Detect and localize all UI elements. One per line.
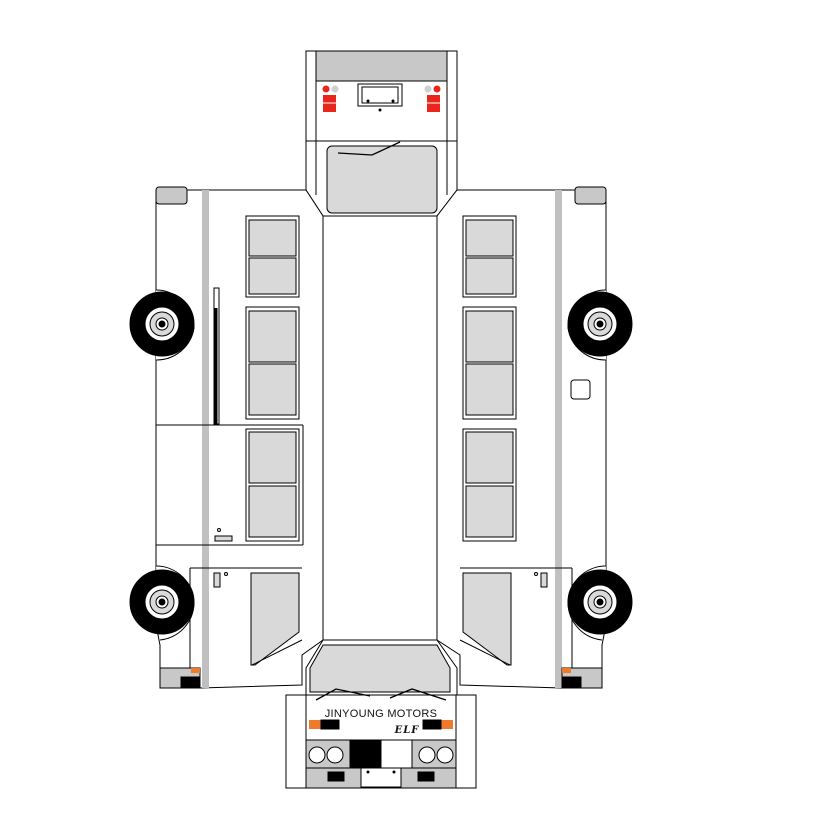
tail-light-icon [322,85,339,112]
rear-window-panel [305,140,458,217]
side-window [462,428,517,542]
side-window [462,306,517,420]
roof-panel [322,215,438,641]
rear-panel [305,50,458,142]
windshield-panel [305,639,458,696]
wiper-icon [337,141,401,156]
license-plate-icon [357,83,403,112]
brand-text: JINYOUNG MOTORS [325,708,437,720]
wheel-icon [129,291,195,357]
model-badge: ELF [394,725,420,736]
left-side-panel [155,186,324,689]
wheel-icon [129,569,195,635]
side-window [245,306,300,420]
side-window [245,428,300,542]
front-panel: JINYOUNG MOTORS ELF [285,688,477,789]
tail-light-icon [424,85,441,112]
headlight-icon [308,746,344,764]
side-window [462,215,517,298]
wiper-icon [315,688,447,701]
license-plate-icon [360,767,402,788]
headlight-icon [418,746,454,764]
side-window [245,215,300,298]
wheel-icon [567,291,633,357]
wheel-icon [567,569,633,635]
